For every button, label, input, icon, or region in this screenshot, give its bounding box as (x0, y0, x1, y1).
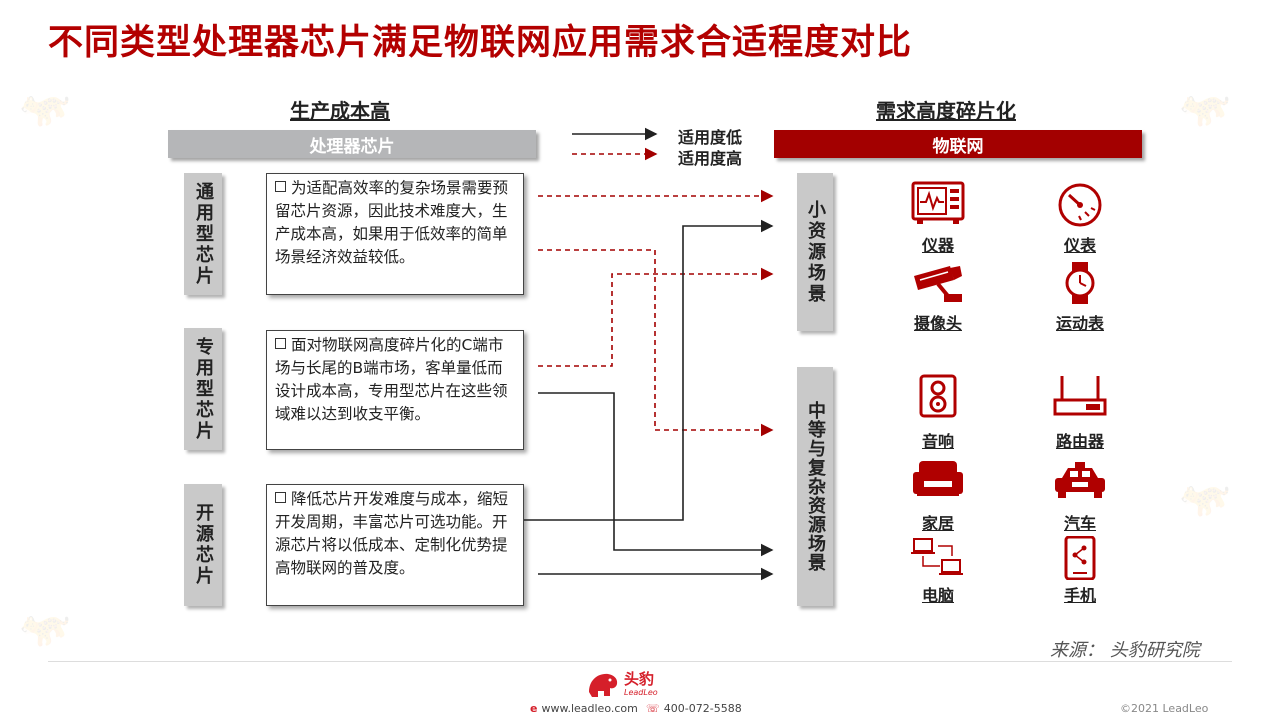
device-label-watch: 运动表 (1055, 314, 1104, 333)
scene-small-resource: 小资源场景 (797, 173, 833, 331)
speaker-icon (898, 374, 978, 418)
device-label-speaker: 音响 (921, 432, 954, 451)
footer-phone: ☏ 400-072-5588 (646, 702, 742, 715)
device-label-gauge: 仪表 (1063, 236, 1096, 255)
phone-icon (1040, 536, 1120, 580)
device-label-home: 家居 (921, 514, 954, 533)
sofa-icon (898, 458, 978, 500)
device-label-computer: 电脑 (921, 586, 954, 605)
desc-box-specialized: 面对物联网高度碎片化的C端市场与长尾的B端市场，客单量低而设计成本高，专用型芯片… (266, 330, 524, 450)
gauge-icon (1040, 182, 1120, 228)
left-column-header: 生产成本高 (290, 99, 390, 123)
watch-icon (1040, 260, 1120, 306)
arrow-open-source-to-small (524, 219, 774, 521)
computer-icon (898, 536, 978, 580)
chip-type-general: 通用型芯片 (184, 173, 222, 295)
page-title: 不同类型处理器芯片满足物联网应用需求合适程度对比 (48, 23, 913, 63)
checkbox-bullet-icon (275, 338, 286, 349)
arrow-specialized-to-small (538, 267, 774, 367)
camera-icon (898, 262, 978, 306)
arrow-general-to-medium (538, 249, 774, 437)
device-label-instrument: 仪器 (921, 236, 954, 255)
footer-website-text: www.leadleo.com (541, 702, 638, 715)
footer-phone-text: 400-072-5588 (663, 702, 742, 715)
desc-text-specialized: 面对物联网高度碎片化的C端市场与长尾的B端市场，客单量低而设计成本高，专用型芯片… (275, 336, 508, 423)
leopard-logo-icon (589, 673, 618, 697)
footer-brand-en: LeadLeo (624, 688, 658, 697)
processor-chip-bar-label: 处理器芯片 (309, 136, 395, 157)
arrow-specialized-to-medium (538, 392, 774, 557)
device-label-camera: 摄像头 (913, 314, 962, 333)
scene-medium-complex-resource: 中等与复杂资源场景 (797, 367, 833, 606)
chip-type-specialized: 专用型芯片 (184, 328, 222, 450)
desc-text-general: 为适配高效率的复杂场景需要预留芯片资源，因此技术难度大，生产成本高，如果用于低效… (275, 179, 509, 266)
footer-brand: 头豹 (624, 670, 655, 688)
device-label-router: 路由器 (1055, 432, 1104, 451)
iot-bar-label: 物联网 (932, 136, 984, 157)
desc-box-open-source: 降低芯片开发难度与成本，缩短开发周期，丰富芯片可选功能。开源芯片将以低成本、定制… (266, 484, 524, 606)
desc-text-open-source: 降低芯片开发难度与成本，缩短开发周期，丰富芯片可选功能。开源芯片将以低成本、定制… (275, 490, 509, 577)
source-note: 来源： 头豹研究院 (1050, 640, 1200, 661)
iot-bar: 物联网 (774, 130, 1142, 158)
instrument-icon (898, 180, 978, 226)
chip-type-open-source: 开源芯片 (184, 484, 222, 606)
globe-icon: e (530, 702, 538, 715)
legend-solid-label: 适用度低 (678, 128, 743, 147)
checkbox-bullet-icon (275, 181, 286, 192)
footer-logo: 头豹 LeadLeo (586, 668, 686, 702)
device-label-car: 汽车 (1063, 514, 1096, 533)
right-column-header: 需求高度碎片化 (876, 99, 1016, 123)
car-icon (1040, 460, 1120, 502)
copyright: ©2021 LeadLeo (1120, 702, 1209, 715)
device-label-phone: 手机 (1063, 586, 1096, 605)
footer-website[interactable]: e www.leadleo.com (530, 702, 638, 715)
phone-call-icon: ☏ (646, 702, 660, 715)
router-icon (1040, 372, 1120, 418)
legend-lines (572, 127, 658, 161)
desc-box-general: 为适配高效率的复杂场景需要预留芯片资源，因此技术难度大，生产成本高，如果用于低效… (266, 173, 524, 295)
checkbox-bullet-icon (275, 492, 286, 503)
processor-chip-bar: 处理器芯片 (168, 130, 536, 158)
footer-divider (48, 661, 1232, 662)
legend-dashed-label: 适用度高 (678, 149, 743, 168)
